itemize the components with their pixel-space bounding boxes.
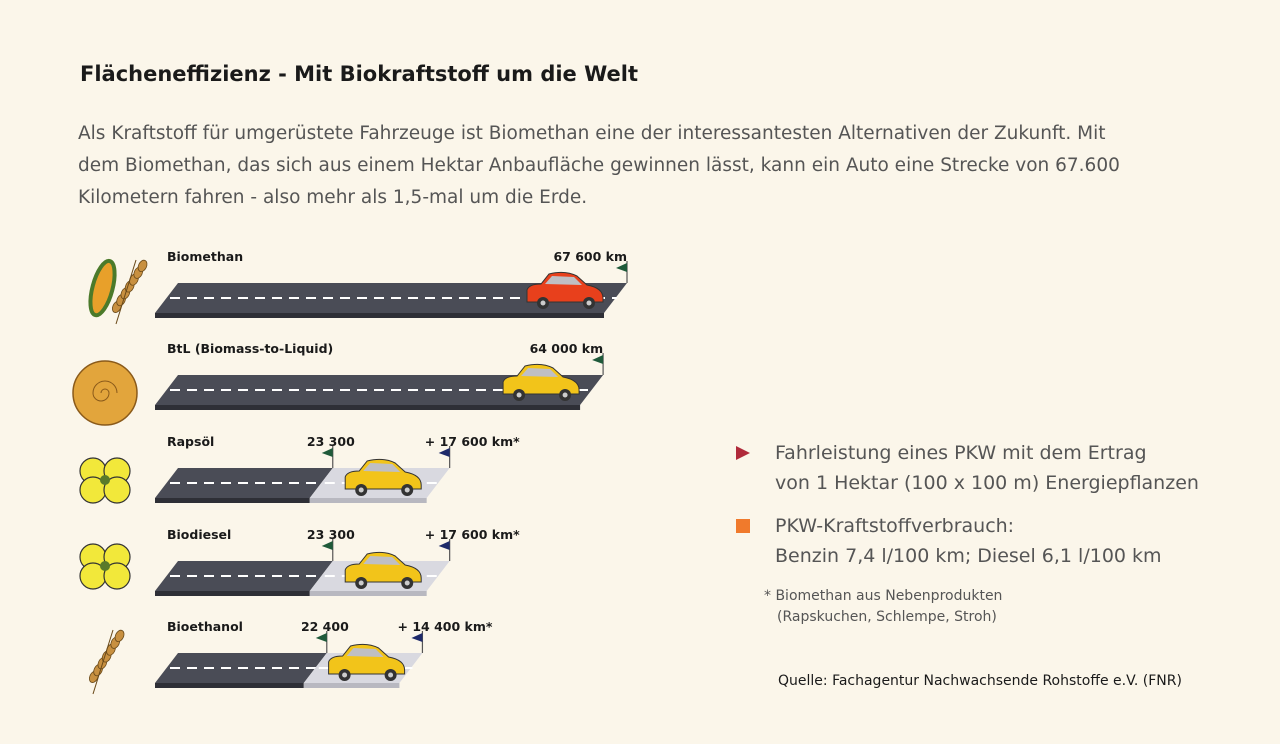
- car-icon: [344, 551, 422, 589]
- extra-value-label: + 17 600 km*: [424, 527, 520, 542]
- legend-triangle-icon: [736, 446, 750, 460]
- car-icon: [344, 458, 422, 496]
- value-label: 23 300: [306, 527, 355, 542]
- footnote: * Biomethan aus Nebenprodukten (Rapskuch…: [764, 586, 1002, 628]
- value-label: 22 400: [300, 619, 349, 634]
- car-icon: [502, 363, 580, 401]
- flag-icon: [592, 355, 604, 364]
- category-label: Biomethan: [167, 249, 244, 264]
- category-label: Rapsöl: [167, 434, 215, 449]
- flag-icon: [411, 633, 423, 642]
- value-label: 67 600 km: [553, 249, 627, 264]
- extra-value-label: + 17 600 km*: [424, 434, 520, 449]
- flag-icon: [438, 541, 450, 550]
- legend-line: Benzin 7,4 l/100 km; Diesel 6,1 l/100 km: [775, 545, 1162, 567]
- category-label: Biodiesel: [167, 527, 232, 542]
- category-label: Bioethanol: [167, 619, 243, 634]
- road-bar-edge: [155, 683, 304, 688]
- source-text: Quelle: Fachagentur Nachwachsende Rohsto…: [778, 673, 1182, 689]
- legend-line: PKW-Kraftstoffverbrauch:: [775, 515, 1015, 537]
- flag-icon: [315, 633, 327, 642]
- extension-bar-edge: [303, 683, 400, 688]
- value-label: 64 000 km: [529, 341, 604, 356]
- legend-item-verbrauch: PKW-Kraftstoffverbrauch: Benzin 7,4 l/10…: [775, 511, 1162, 571]
- rapeseed-flower-icon: [79, 543, 131, 590]
- corn-wheat-icon: [88, 258, 148, 325]
- flag-icon: [616, 263, 627, 272]
- value-label: 23 300: [306, 434, 355, 449]
- page-title: Flächeneffizienz - Mit Biokraftstoff um …: [80, 62, 638, 86]
- road-bar-edge: [155, 498, 310, 503]
- extra-value-label: + 14 400 km*: [397, 619, 493, 634]
- rapeseed-flower-icon: [79, 457, 131, 504]
- legend-line: Fahrleistung eines PKW mit dem Ertrag: [775, 442, 1147, 464]
- footnote-line: * Biomethan aus Nebenprodukten: [764, 588, 1003, 604]
- hay-bale-icon: [72, 360, 138, 426]
- car-icon: [328, 643, 406, 681]
- road-bar-edge: [155, 313, 604, 318]
- extension-bar-edge: [309, 591, 427, 596]
- legend-line: von 1 Hektar (100 x 100 m) Energiepflanz…: [775, 472, 1199, 494]
- car-icon: [526, 271, 604, 309]
- legend-item-fahrleistung: Fahrleistung eines PKW mit dem Ertrag vo…: [775, 438, 1199, 498]
- extension-bar-edge: [309, 498, 427, 503]
- flag-icon: [438, 448, 450, 457]
- category-label: BtL (Biomass-to-Liquid): [167, 341, 334, 356]
- road-bar-edge: [155, 405, 581, 410]
- flag-icon: [321, 448, 333, 457]
- footnote-line: (Rapskuchen, Schlempe, Stroh): [777, 609, 997, 625]
- intro-text: Als Kraftstoff für umgerüstete Fahrzeuge…: [78, 123, 1120, 208]
- flag-icon: [321, 541, 333, 550]
- wheat-icon: [89, 629, 125, 695]
- road-bar-edge: [155, 591, 310, 596]
- legend-square-icon: [736, 519, 750, 533]
